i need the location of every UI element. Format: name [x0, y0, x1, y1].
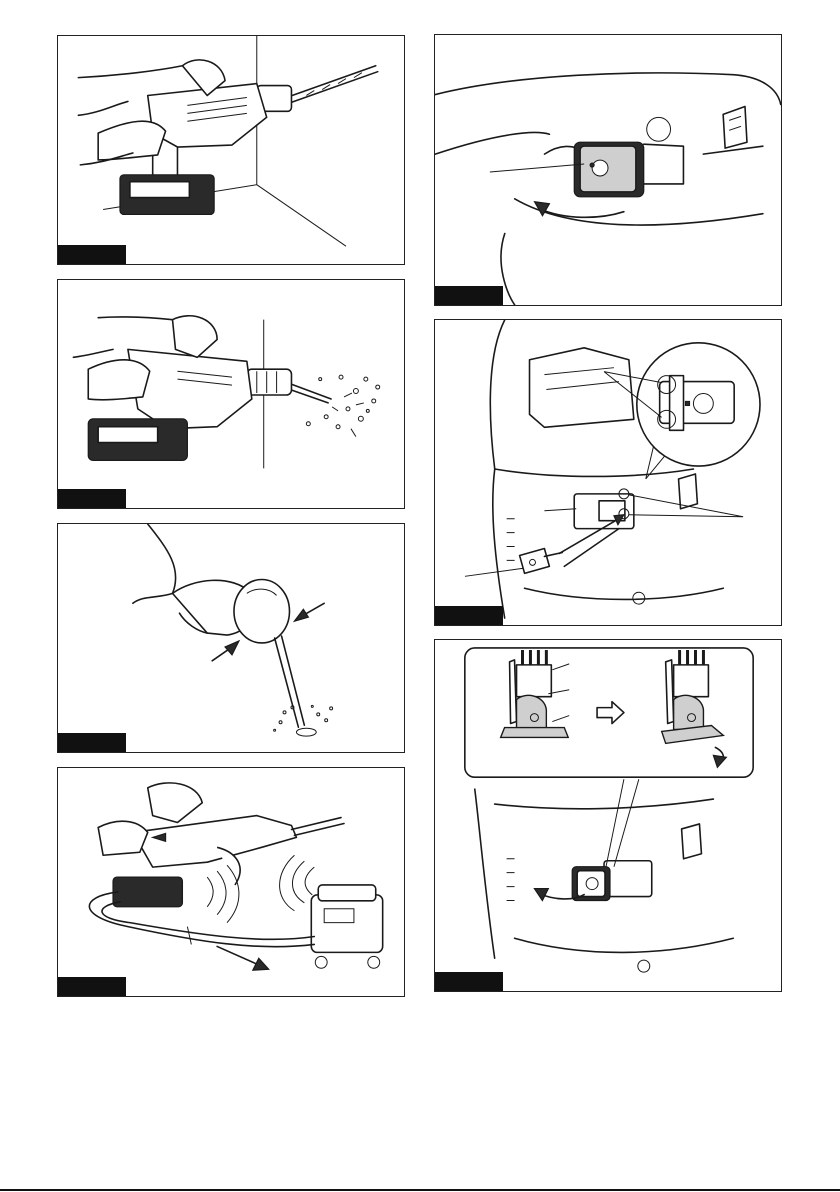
dust-cover-remove-illustration: [435, 640, 781, 991]
dust-cover-insert-illustration: [435, 320, 781, 625]
figure-drilling-debris: [57, 279, 405, 509]
figure-number-tag: [435, 972, 503, 991]
page-bottom-rule: [0, 1189, 840, 1191]
figure-blow-out-bulb: [57, 523, 405, 753]
figure-dust-cover-remove: [434, 639, 782, 992]
drilling-into-wall-illustration: [58, 36, 404, 264]
figure-dust-cover-rotate: [434, 34, 782, 306]
figure-number-tag: [435, 606, 503, 625]
figure-number-tag: [58, 977, 126, 996]
figure-dust-cover-insert: [434, 319, 782, 626]
figure-number-tag: [435, 286, 503, 305]
dust-cover-rotate-illustration: [435, 35, 781, 305]
figure-vacuum-connection: [57, 767, 405, 997]
figure-number-tag: [58, 245, 126, 264]
vacuum-connection-illustration: [58, 768, 404, 996]
drilling-debris-illustration: [58, 280, 404, 508]
figure-number-tag: [58, 733, 126, 752]
figure-drilling-into-wall: [57, 35, 405, 265]
figure-number-tag: [58, 489, 126, 508]
blow-out-bulb-illustration: [58, 524, 404, 752]
